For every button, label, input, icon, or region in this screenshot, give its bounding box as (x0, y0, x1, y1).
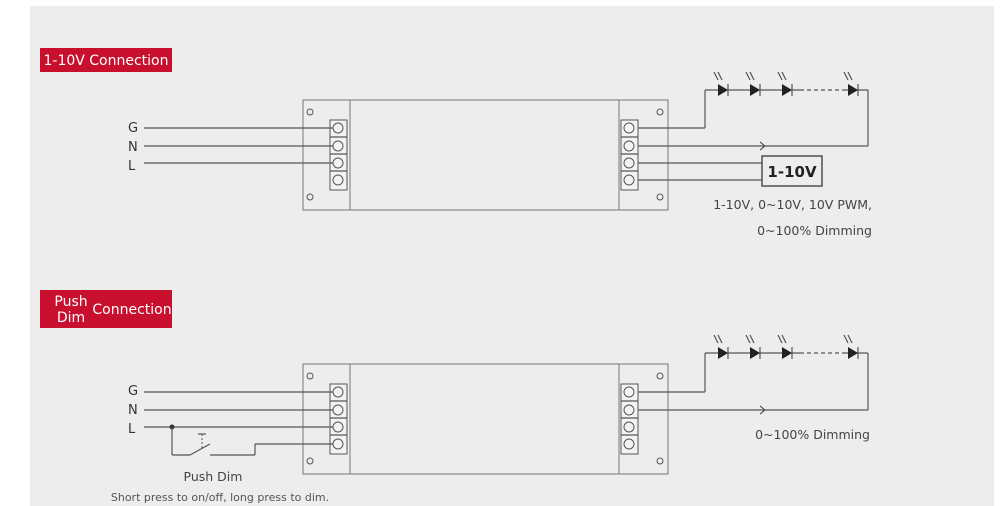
section1-caption-line1: 1-10V, 0~10V, 10V PWM, (713, 197, 872, 212)
driver-unit-2 (302, 363, 669, 475)
switch-label: Push Dim (184, 469, 243, 484)
section2-caption: 0~100% Dimming (755, 427, 870, 442)
section1-title-badge (40, 48, 172, 72)
section2-label-n: N (128, 403, 138, 418)
led-string-2 (713, 334, 859, 359)
section2-label-g: G (128, 384, 138, 399)
section1-label-n: N (128, 140, 138, 155)
dimmer-module-label: 1-10V (767, 163, 817, 181)
section1-title: 1-10V Connection (43, 53, 168, 69)
section2-label-l: L (128, 422, 136, 437)
section2-title-suffix: Connection (92, 302, 171, 318)
switch-note: Short press to on/off, long press to dim… (111, 491, 329, 504)
led-string-1 (713, 71, 859, 96)
section2-title-line2: Dim (57, 310, 85, 326)
section2-title-line1: Push (54, 294, 87, 310)
dimmer-module (761, 155, 823, 187)
section1-label-g: G (128, 121, 138, 136)
section1-caption-line2: 0~100% Dimming (757, 223, 872, 238)
section1-label-l: L (128, 159, 136, 174)
driver-unit-1 (302, 99, 669, 211)
push-switch (169, 424, 333, 456)
section2-title-badge (40, 290, 172, 328)
